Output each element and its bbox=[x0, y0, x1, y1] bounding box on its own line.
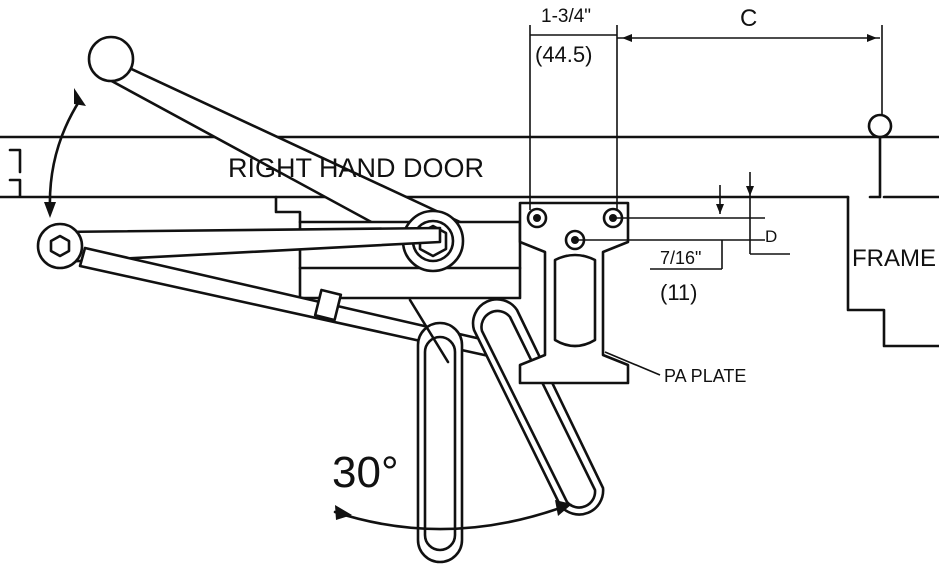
dim-offset-inches: 7/16" bbox=[660, 248, 701, 268]
pa-plate-label: PA PLATE bbox=[664, 366, 746, 386]
dim-top-mm: (44.5) bbox=[535, 42, 592, 67]
angle-arc bbox=[333, 500, 572, 531]
dim-offset-mm: (11) bbox=[660, 280, 698, 305]
dimension-lines bbox=[529, 25, 883, 376]
dim-c-label: C bbox=[740, 5, 757, 32]
frame-label: FRAME bbox=[852, 245, 936, 272]
forearm-rod bbox=[36, 222, 522, 364]
door-swing-arc bbox=[44, 88, 86, 218]
angle-label: 30° bbox=[332, 448, 399, 497]
door-outline bbox=[0, 135, 939, 224]
pa-plate bbox=[518, 201, 630, 385]
arm-loops bbox=[408, 298, 605, 564]
dim-d-label: D bbox=[765, 227, 777, 246]
door-label: RIGHT HAND DOOR bbox=[228, 153, 484, 183]
frame-pivot bbox=[867, 113, 893, 199]
dim-top-inches: 1-3/4" bbox=[541, 6, 591, 27]
frame-outline bbox=[846, 195, 939, 348]
